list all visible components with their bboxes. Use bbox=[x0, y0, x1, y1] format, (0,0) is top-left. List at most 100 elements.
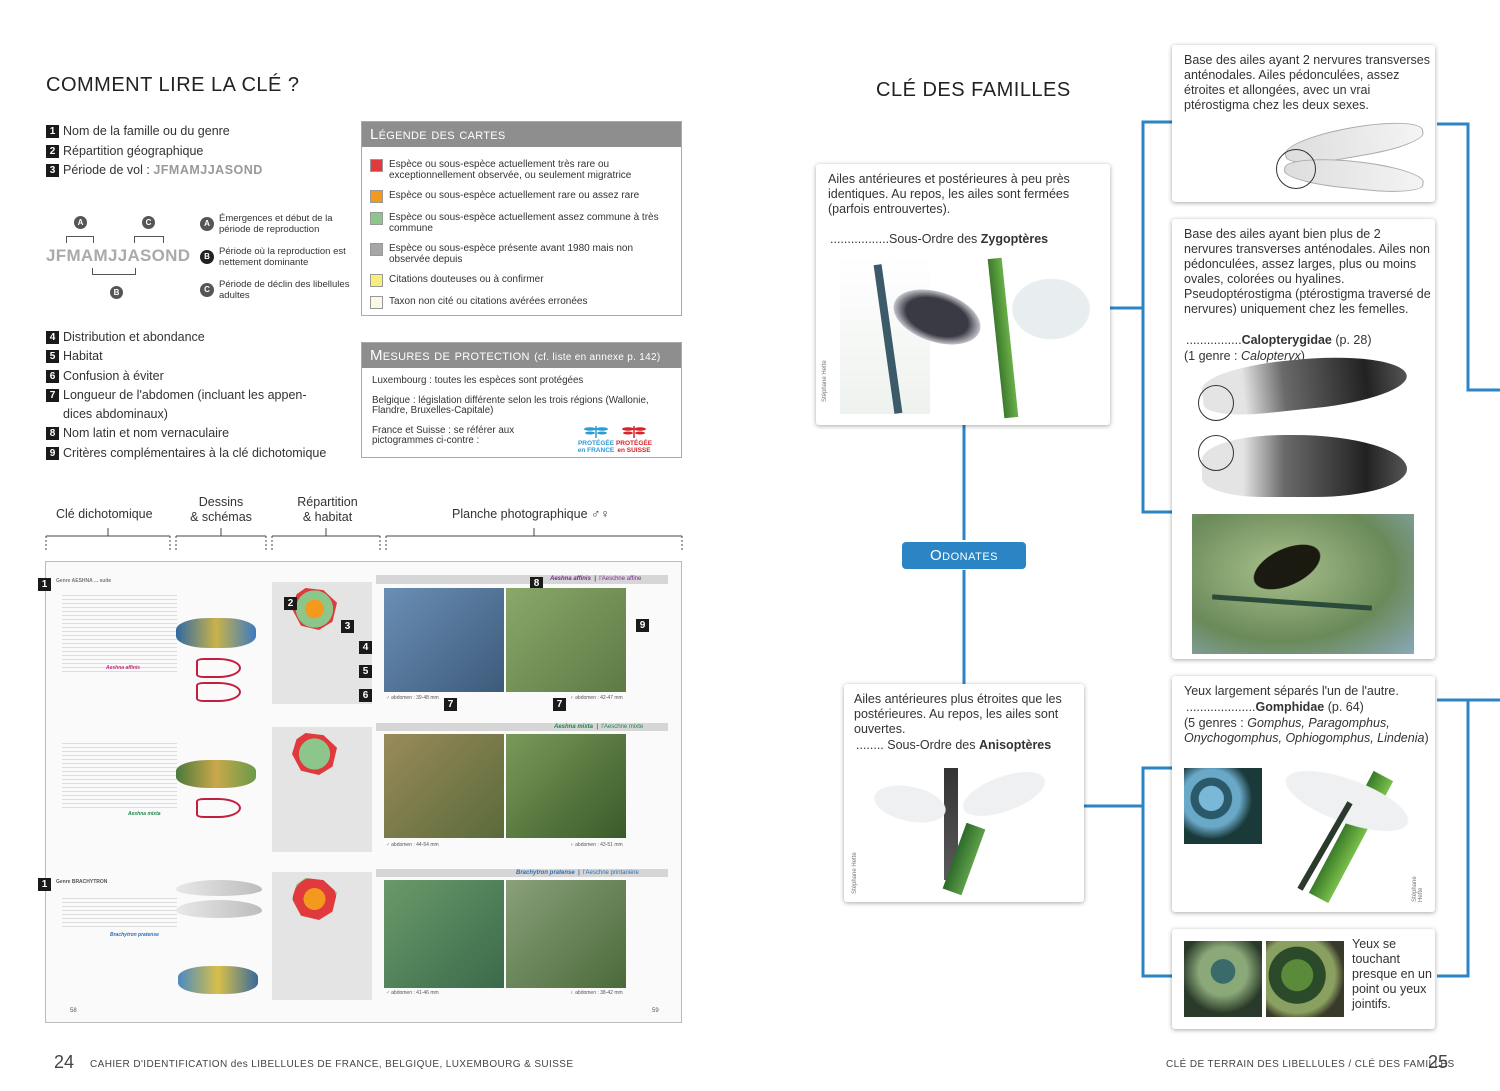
callout-3: 3 bbox=[341, 617, 358, 635]
calopterygidae-result: ................Calopterygidae (p. 28) bbox=[1186, 333, 1372, 347]
mini-map-panel-3 bbox=[272, 872, 372, 1000]
mini-sp2-key: Aeshna mixta bbox=[128, 811, 161, 817]
body-shape bbox=[1212, 594, 1372, 611]
callout-5: 5 bbox=[359, 662, 376, 680]
mini-photo-male-1 bbox=[384, 588, 504, 692]
mini-abd-3f: ♀ abdomen : 38-42 mm bbox=[570, 990, 623, 996]
anisoptera-result: ........ Sous-Ordre des Anisoptères bbox=[856, 738, 1052, 752]
marker-c: C bbox=[142, 216, 155, 229]
wing-base-highlight bbox=[1198, 385, 1234, 421]
appendage-drawing bbox=[196, 658, 241, 678]
callout-6: 6 bbox=[359, 686, 376, 704]
protection-box: Mesures de protection (cf. liste en anne… bbox=[361, 342, 682, 458]
card-gomphidae: Yeux largement séparés l'un de l'autre. … bbox=[1172, 676, 1435, 912]
wing-base-highlight bbox=[1198, 435, 1234, 471]
mini-page-58: 58 bbox=[70, 1008, 77, 1014]
eyes-touching-description: Yeux se touchant presque en un point ou … bbox=[1352, 937, 1432, 1011]
zygoptera-description: Ailes antérieures et postérieures à peu … bbox=[828, 172, 1070, 216]
appendage-drawing bbox=[196, 798, 241, 818]
mini-sp1-title: Aeshna affinis | l'Aeschne affine bbox=[550, 576, 642, 582]
dragonfly-red-icon bbox=[622, 425, 646, 438]
column-brackets bbox=[45, 528, 683, 550]
calopterygidae-genera: (1 genre : Calopteryx) bbox=[1184, 349, 1305, 363]
mini-abd-2f: ♀ abdomen : 43-51 mm bbox=[570, 842, 623, 848]
col-header-photos: Planche photographique ♂♀ bbox=[452, 507, 610, 521]
callout-8: 8 bbox=[530, 574, 547, 592]
thorax-drawing bbox=[176, 618, 256, 648]
swatch-yellow bbox=[370, 274, 383, 287]
card-two-antenodal: Base des ailes ayant 2 nervures transver… bbox=[1172, 45, 1435, 202]
swatch-green bbox=[370, 212, 383, 225]
card-anisoptera: Ailes antérieures plus étroites que les … bbox=[844, 684, 1084, 902]
mini-wing-drawing bbox=[176, 880, 262, 896]
col-header-distribution: Répartition& habitat bbox=[297, 495, 358, 524]
mini-photo-male-3 bbox=[384, 880, 504, 988]
calopterygidae-description: Base des ailes ayant bien plus de 2 nerv… bbox=[1184, 227, 1431, 316]
protection-bel: Belgique : législation différente selon … bbox=[372, 394, 649, 416]
wing-shape bbox=[1236, 527, 1338, 607]
page-number-right: 25 bbox=[1428, 1052, 1449, 1072]
mini-abd-1f: ♀ abdomen : 42-47 mm bbox=[570, 695, 623, 701]
legend-row: Espèce ou sous-espèce actuellement rare … bbox=[370, 190, 673, 203]
eyes-photo-2 bbox=[1266, 941, 1344, 1017]
page-title-left: COMMENT LIRE LA CLÉ ? bbox=[46, 74, 300, 96]
bracket-c bbox=[134, 236, 164, 243]
mini-photo-female-3 bbox=[506, 880, 626, 988]
mini-photo-male-2 bbox=[384, 734, 504, 838]
col-header-key: Clé dichotomique bbox=[56, 507, 153, 521]
mini-key-text-3 bbox=[62, 895, 177, 929]
gomphidae-description: Yeux largement séparés l'un de l'autre. bbox=[1184, 684, 1399, 698]
photo-credit: Stéphane Hette bbox=[1412, 876, 1424, 902]
zygoptera-result: .................Sous-Ordre des Zygoptèr… bbox=[830, 232, 1049, 246]
wing-base-highlight bbox=[1276, 149, 1316, 189]
legend-row: Espèce ou sous-espèce présente avant 198… bbox=[370, 243, 673, 265]
flight-months: JFMAMJJASOND bbox=[153, 163, 263, 177]
callout-1: 1 bbox=[38, 575, 55, 593]
dragonfly-blue-icon bbox=[584, 425, 608, 438]
card-zygoptera: Ailes antérieures et postérieures à peu … bbox=[816, 164, 1110, 425]
col-header-drawings: Dessins& schémas bbox=[190, 495, 252, 524]
flight-period-diagram: A C JFMAMJJASOND B bbox=[46, 212, 196, 302]
gomphidae-result: ....................Gomphidae (p. 64) bbox=[1186, 700, 1364, 714]
swatch-cream bbox=[370, 296, 383, 309]
callout-4: 4 bbox=[359, 638, 376, 656]
legend-row: Espèce ou sous-espèce actuellement très … bbox=[370, 159, 673, 181]
page-number-left: 24 bbox=[54, 1052, 75, 1072]
mini-wing-drawing bbox=[176, 900, 262, 918]
swatch-red bbox=[370, 159, 383, 172]
mini-species-bar-3 bbox=[376, 869, 668, 877]
protection-lux: Luxembourg : toutes les espèces sont pro… bbox=[372, 375, 584, 386]
wing-shape bbox=[1006, 274, 1096, 344]
mini-sp1-key: Aeshna affinis bbox=[106, 665, 141, 671]
appendage-drawing bbox=[196, 682, 241, 702]
footer-left: CAHIER D'IDENTIFICATION des LIBELLULES D… bbox=[90, 1059, 574, 1070]
anisoptera-description: Ailes antérieures plus étroites que les … bbox=[854, 692, 1062, 736]
calopteryx-wing-2 bbox=[1202, 435, 1407, 497]
wing-shape bbox=[886, 279, 988, 355]
wing-shape bbox=[950, 758, 1058, 830]
protection-fr: France et Suisse : se référer aux pictog… bbox=[372, 424, 515, 446]
mini-sp2-title: Aeshna mixta | l'Aeschne mixte bbox=[554, 724, 644, 730]
protection-title: Mesures de protection (cf. liste en anne… bbox=[362, 343, 681, 368]
wing-shape bbox=[864, 775, 956, 833]
callout-1: 1 bbox=[38, 875, 55, 893]
months-big: JFMAMJJASOND bbox=[46, 246, 191, 265]
callout-2: 2 bbox=[284, 594, 301, 612]
gomphidae-eyes-photo bbox=[1184, 768, 1262, 844]
callout-7: 7 bbox=[444, 695, 461, 713]
gomphidae-genera: (5 genres : Gomphus, Paragomphus, Onycho… bbox=[1184, 716, 1429, 745]
mini-abd-1m: ♂ abdomen : 39-48 mm bbox=[386, 695, 439, 701]
odonates-label: Odonates bbox=[902, 542, 1026, 569]
eyes-photo-1 bbox=[1184, 941, 1262, 1017]
mini-map-panel-2 bbox=[272, 727, 372, 852]
picto-suisse: PROTÉGÉE en SUISSE bbox=[615, 425, 653, 454]
mini-species-bar-1 bbox=[376, 575, 668, 584]
